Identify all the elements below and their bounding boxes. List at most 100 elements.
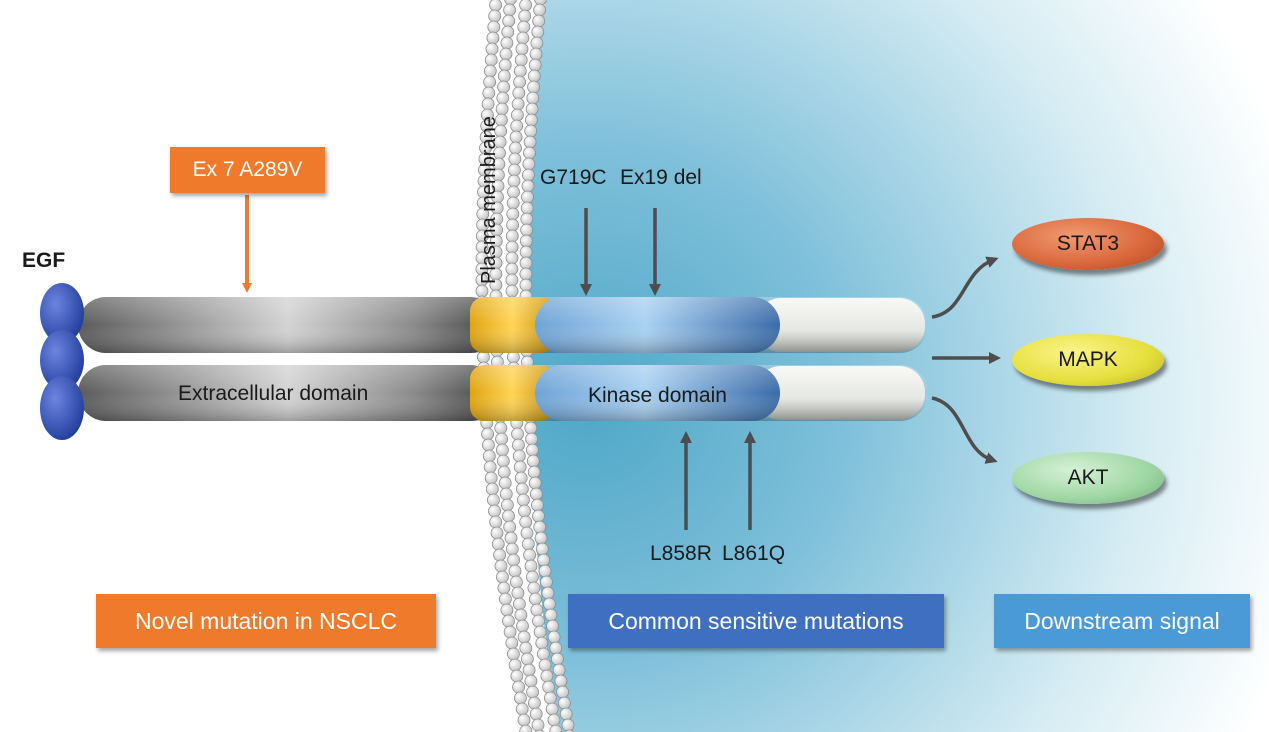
membrane-bead [511,108,524,122]
membrane-bead [519,0,532,12]
membrane-bead [519,278,533,292]
membrane-bead [530,603,544,617]
membrane-bead [494,421,508,435]
membrane-bead [549,641,563,655]
membrane-bead [522,663,536,677]
legend-downstream-signal: Downstream signal [994,594,1250,648]
akt-arrow [931,396,998,464]
membrane-bead [533,625,547,639]
membrane-bead [547,713,561,727]
membrane-bead [511,427,524,441]
membrane-bead [482,449,496,463]
membrane-bead [510,119,524,133]
membrane-bead [526,454,540,468]
membrane-bead [544,608,558,622]
membrane-bead [505,542,519,556]
membrane-bead [526,443,539,457]
mutation-l861q: L861Q [722,542,786,565]
membrane-bead [519,267,533,281]
membrane-bead [498,592,512,606]
membrane-bead [531,25,545,39]
membrane-bead [500,603,514,617]
membrane-bead [551,652,564,666]
membrane-bead [489,515,503,529]
membrane-bead [530,36,544,50]
membrane-bead [522,157,536,171]
membrane-bead [526,570,539,584]
membrane-bead [558,696,571,710]
egf-ligands [40,283,84,440]
membrane-bead [508,152,522,166]
membrane-bead [537,553,550,567]
membrane-bead [508,564,522,578]
membrane-bead [502,614,515,628]
membrane-bead [552,663,566,677]
signal-mapk: MAPK [1012,334,1164,386]
membrane-bead [529,47,543,61]
membrane-bead [526,91,540,105]
membrane-bead [508,163,521,177]
membrane-bead [515,482,529,496]
membrane-bead [500,36,514,50]
membrane-bead [514,608,528,622]
membrane-bead [519,641,533,655]
membrane-bead [497,581,511,595]
membrane-bead [529,487,543,501]
membrane-bead [527,581,541,595]
membrane-bead [529,707,543,721]
membrane-bead [499,47,513,61]
membrane-bead [543,597,556,611]
membrane-bead [483,460,497,474]
membrane-bead [517,630,531,644]
membrane-bead [544,691,557,705]
membrane-bead [513,597,526,611]
membrane-bead [507,174,521,188]
membrane-bead [524,559,538,573]
membrane-bead [519,515,533,529]
membrane-bead [524,124,538,138]
membrane-bead [505,262,519,276]
membrane-bead [498,58,512,72]
membrane-bead [531,718,545,732]
membrane-bead [487,20,501,34]
membrane-bead [503,3,517,17]
membrane-bead [481,427,495,441]
membrane-bead [512,449,526,463]
membrane-bead [514,691,527,705]
membrane-bead [520,223,533,237]
membrane-bead [497,69,511,83]
membrane-bead [516,31,530,45]
membrane-bead [505,284,519,298]
membrane-bead [505,273,519,287]
membrane-bead [514,53,528,67]
membrane-bead [489,0,502,12]
membrane-bead [493,548,507,562]
membrane-bead [513,460,527,474]
membrane-bead [495,432,509,446]
membrane-bead [510,575,523,589]
membrane-bead [525,102,539,116]
membrane-bead [519,245,533,259]
membrane-bead [503,520,517,534]
membrane-bead [516,619,529,633]
membrane-bead [513,75,526,89]
membrane-bead [527,465,541,479]
membrane-bead [526,685,539,699]
stat3-arrow [931,256,999,319]
membrane-bead [519,234,533,248]
membrane-bead [507,185,520,199]
membrane-bead [556,685,569,699]
membrane-bead [509,141,522,155]
membrane-bead [481,97,495,111]
membrane-bead [490,526,504,540]
mutation-ex19del: Ex19 del [620,166,702,189]
membrane-bead [481,438,495,452]
membrane-bead [517,493,530,507]
membrane-bead [559,707,573,721]
membrane-bead [561,718,575,732]
membrane-bead [505,229,519,243]
membrane-bead [517,713,531,727]
membrane-bead [535,542,549,556]
novel-mutation-tag: Ex 7 A289V [170,147,325,193]
signal-stat3: STAT3 [1012,218,1164,270]
